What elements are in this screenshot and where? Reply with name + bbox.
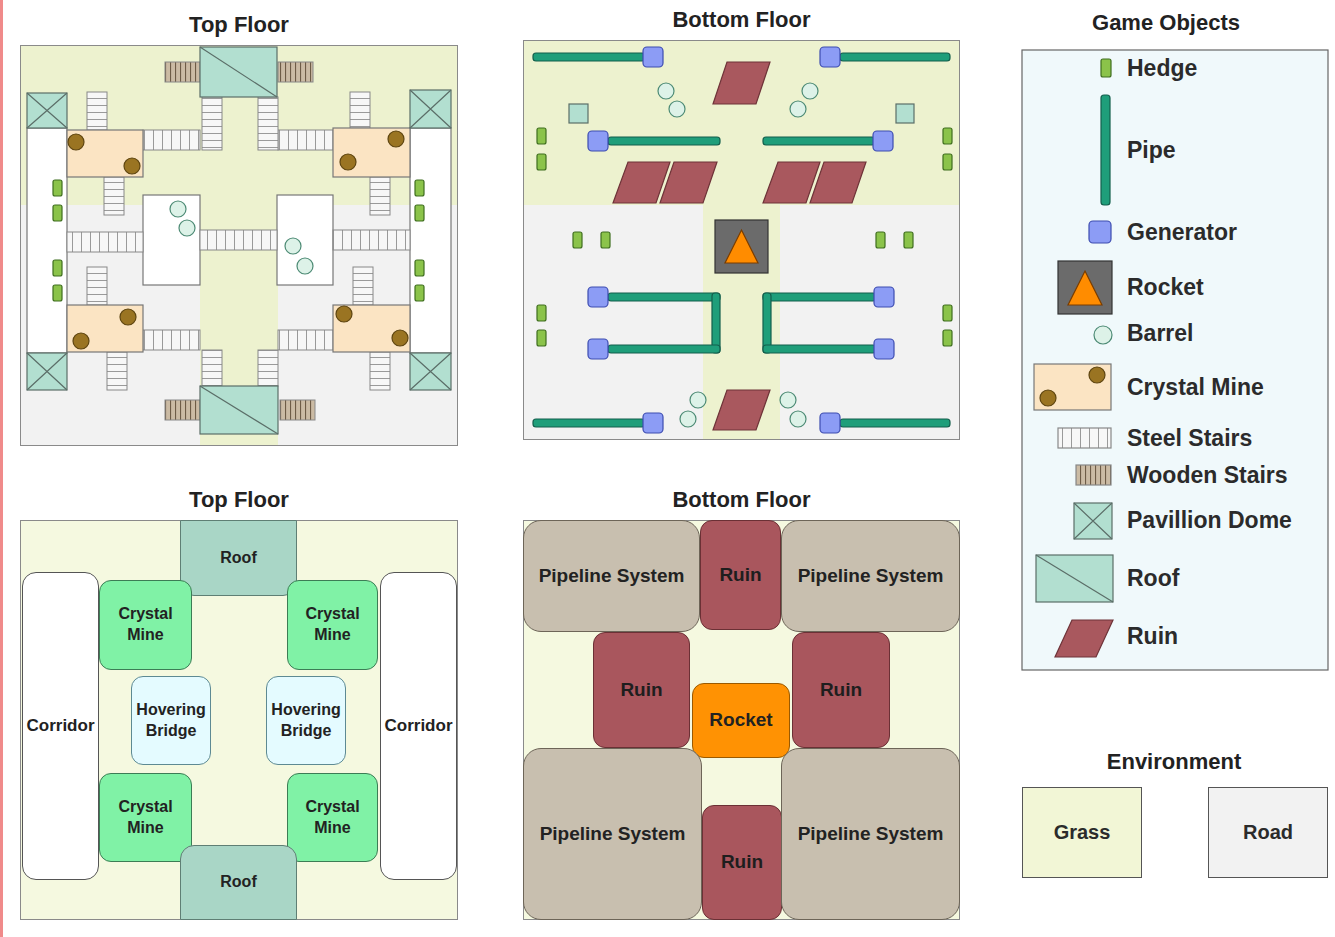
map-panel: Top FloorRoofCrystal MineCrystal MineCor… [20,483,458,920]
bridge-zone: Hovering Bridge [131,676,211,765]
zone-label: Crystal Mine [104,604,187,646]
legend-text: Crystal Mine [1127,373,1264,401]
zone-label: Pipeline System [539,564,685,589]
legend-text: Generator [1127,218,1237,246]
zone-label: Crystal Mine [292,604,373,646]
zone-label: Ruin [620,678,662,703]
legend-text: Hedge [1127,54,1197,82]
legend-text: Wooden Stairs [1127,461,1288,489]
corr-zone: Corridor [22,572,99,880]
zone-label: Pipeline System [540,822,686,847]
rocket-zone: Rocket [692,683,790,758]
ruin-zone: Ruin [702,805,782,920]
zone-label: Corridor [385,715,453,737]
zone-label: Pipeline System [798,564,944,589]
pipe-zone: Pipeline System [781,748,960,920]
ruin-zone: Ruin [700,520,781,630]
zone-label: Hovering Bridge [271,700,341,742]
panel-heading: Top Floor [20,485,458,515]
map-panel: Top Floor [20,8,458,446]
pipe-zone: Pipeline System [523,748,702,920]
legend-text: Barrel [1127,319,1193,347]
ruin-zone: Ruin [593,632,690,748]
roof-zone: Roof [180,845,297,920]
panel-frame [523,40,960,440]
legend-text: Rocket [1127,273,1204,301]
corr-zone: Corridor [380,572,457,880]
zone-label: Hovering Bridge [136,700,206,742]
zone-label: Roof [220,872,256,893]
bridge-zone: Hovering Bridge [266,676,346,765]
panel-heading: Bottom Floor [523,5,960,35]
legend-text: Grass [1054,821,1111,844]
zone-label: Crystal Mine [104,797,187,839]
section-heading: Environment [1107,747,1241,777]
panel-heading: Bottom Floor [523,485,960,515]
zone-label: Ruin [820,678,862,703]
legend-text: Road [1243,821,1293,844]
zone-label: Crystal Mine [292,797,373,839]
mine-zone: Crystal Mine [287,773,378,862]
environment-swatch: Grass [1022,787,1142,878]
legend-text: Roof [1127,564,1179,592]
mine-zone: Crystal Mine [287,580,378,670]
legend-text: Pipe [1127,136,1176,164]
legend-text: Pavillion Dome [1127,506,1292,534]
zone-label: Ruin [719,563,761,588]
zone-label: Rocket [709,708,772,733]
roof-zone: Roof [180,520,297,596]
mine-zone: Crystal Mine [99,773,192,862]
map-panel: Bottom FloorPipeline SystemRuinPipeline … [523,483,960,920]
pipe-zone: Pipeline System [523,520,700,632]
map-panel: Bottom Floor [523,3,960,440]
zone-label: Roof [220,548,256,569]
mine-zone: Crystal Mine [99,580,192,670]
pipe-zone: Pipeline System [781,520,960,632]
panel-heading: Top Floor [20,10,458,40]
section-heading: Game Objects [1092,8,1240,38]
panel-frame [20,45,458,446]
zone-label: Ruin [721,850,763,875]
zone-label: Corridor [27,715,95,737]
zone-label: Pipeline System [798,822,944,847]
ruin-zone: Ruin [792,632,890,748]
legend-text: Steel Stairs [1127,424,1252,452]
legend-text: Ruin [1127,622,1178,650]
environment-swatch: Road [1208,787,1328,878]
